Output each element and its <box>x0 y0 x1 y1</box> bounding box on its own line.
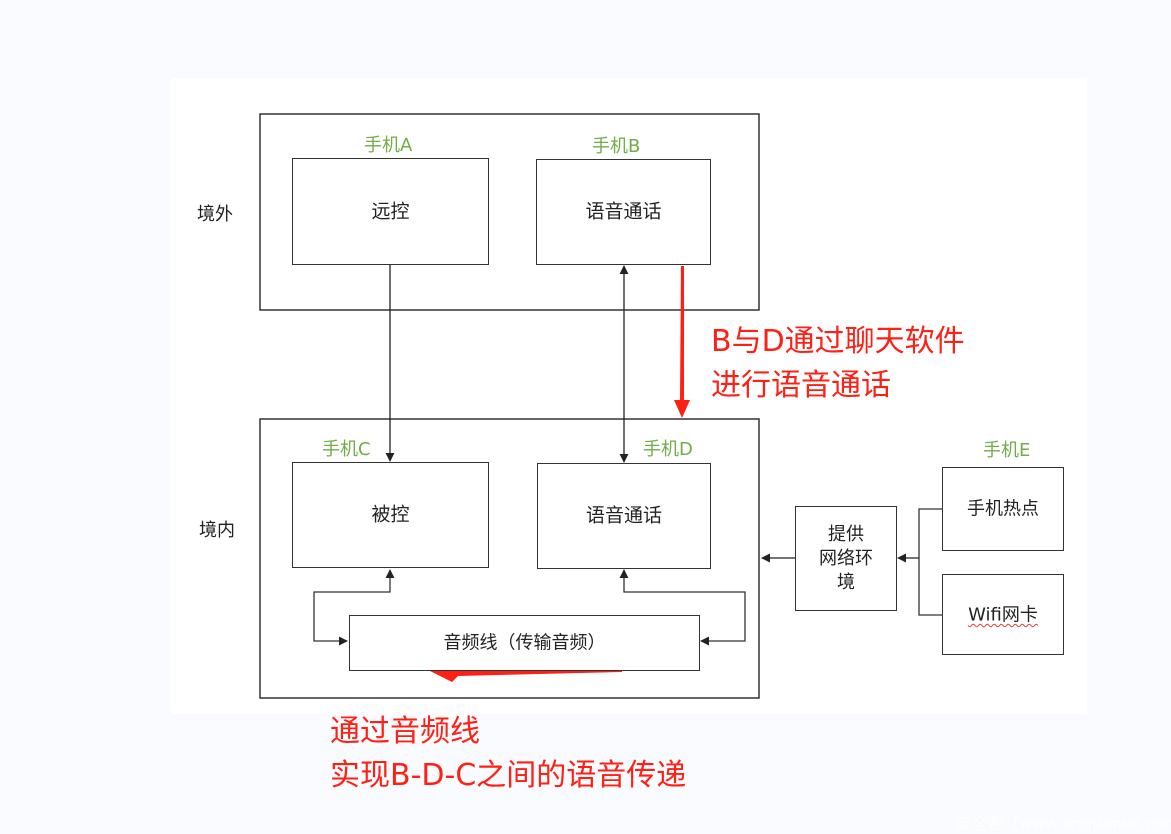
phone-e-label: 手机E <box>983 440 1031 461</box>
connector-d-audio <box>619 569 746 646</box>
phone-d-box: 语音通话 <box>537 463 711 569</box>
red-arrow-audio-path <box>430 661 622 682</box>
phone-a-label: 手机A <box>364 135 413 156</box>
phone-c-label: 手机C <box>322 439 371 460</box>
connector-e-branch <box>918 508 942 616</box>
red-arrow-b-to-d <box>674 266 690 418</box>
phone-e-wifi-text: Wifi网卡 <box>968 603 1038 625</box>
phone-e-hotspot-label: 手机热点 <box>967 498 1039 520</box>
phone-d-label: 手机D <box>643 439 693 460</box>
annotation-audio-path-line-2: 实现B-D-C之间的语音传递 <box>330 758 687 793</box>
phone-b-function: 语音通话 <box>585 200 662 223</box>
phone-e-hotspot-box: 手机热点 <box>942 467 1064 551</box>
phone-c-function: 被控 <box>371 503 410 526</box>
network-label-line-1: 提供 <box>828 523 864 545</box>
network-label-line-2: 网络环 <box>819 547 873 569</box>
annotation-bd-call-line-1: B与D通过聊天软件 <box>711 324 965 359</box>
audio-cable-box: 音频线（传输音频） <box>349 615 700 671</box>
network-label-line-3: 境 <box>837 571 855 593</box>
connector-c-audio <box>313 569 395 646</box>
watermark: 安全客（www.anquanke.com） <box>955 814 1171 833</box>
audio-cable-label: 音频线（传输音频） <box>443 632 606 654</box>
inside-zone-frame <box>259 418 760 699</box>
phone-d-function: 语音通话 <box>585 504 662 527</box>
annotation-audio-path: 通过音频线 实现B-D-C之间的语音传递 <box>330 710 686 798</box>
phone-a-box: 远控 <box>292 158 489 265</box>
phone-b-label: 手机B <box>592 136 641 157</box>
network-label: 提供 网络环 境 <box>796 523 896 595</box>
phone-b-box: 语音通话 <box>536 159 711 265</box>
annotation-audio-path-line-1: 通过音频线 <box>330 714 480 749</box>
phone-e-wifi-label: Wifi网卡 <box>943 603 1063 626</box>
zone-label-outside: 境外 <box>197 204 233 225</box>
phone-c-box: 被控 <box>292 462 489 568</box>
network-box: 提供 网络环 境 <box>795 506 897 611</box>
outside-zone-frame <box>259 113 760 311</box>
phone-e-wifi-box: Wifi网卡 <box>942 574 1064 655</box>
annotation-bd-call-line-2: 进行语音通话 <box>711 368 891 403</box>
zone-label-inside: 境内 <box>199 520 235 541</box>
phone-a-function: 远控 <box>371 200 410 223</box>
annotation-bd-call: B与D通过聊天软件 进行语音通话 <box>711 320 965 408</box>
